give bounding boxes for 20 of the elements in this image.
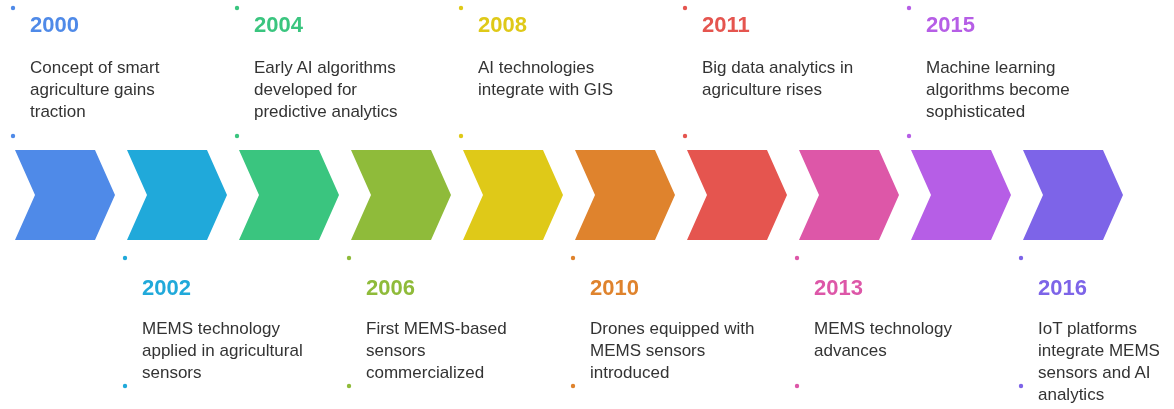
event-description: MEMS technology advances [814,318,953,362]
event-description: AI technologies integrate with GIS [478,57,615,101]
year-label: 2016 [1038,275,1087,301]
year-label: 2000 [30,12,79,38]
year-label: 2008 [478,12,527,38]
year-label: 2002 [142,275,191,301]
year-label: 2006 [366,275,415,301]
event-description: IoT platforms integrate MEMS sensors and AI analytics [1038,318,1161,406]
year-label: 2010 [590,275,639,301]
event-description: Concept of smart agriculture gains traction [30,57,161,123]
year-label: 2013 [814,275,863,301]
event-description: Big data analytics in agriculture rises [702,57,855,101]
event-description: MEMS technology applied in agricultural sensors [142,318,304,384]
event-description: Drones equipped with MEMS sensors introduced [590,318,756,384]
year-label: 2015 [926,12,975,38]
event-description: First MEMS-based sensors commercialized [366,318,508,384]
year-label: 2011 [702,12,750,38]
year-label: 2004 [254,12,303,38]
event-description: Early AI algorithms developed for predictive analytics [254,57,399,123]
event-description: Machine learning algorithms become sophisticated [926,57,1071,123]
